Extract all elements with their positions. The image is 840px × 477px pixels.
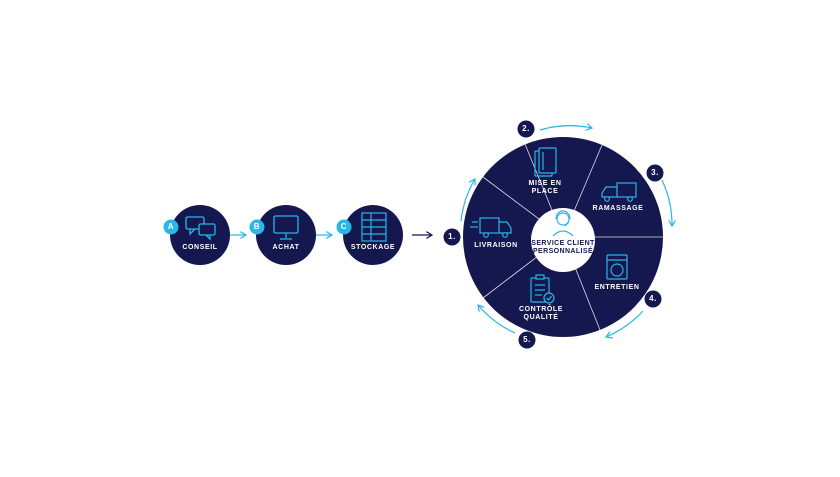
number-2: 2. bbox=[522, 124, 530, 133]
segment-label-ramassage: RAMASSAGE bbox=[592, 205, 644, 212]
number-5: 5. bbox=[523, 335, 531, 344]
number-badge-3 bbox=[646, 164, 664, 182]
segment-label-mise-en-place: MISE EN PLACE bbox=[528, 180, 562, 195]
step-b-badge bbox=[249, 219, 265, 235]
step-a-letter: A bbox=[167, 222, 175, 231]
number-badges bbox=[443, 120, 664, 349]
segment-label-entretien: ENTRETIEN bbox=[594, 284, 640, 291]
pickup-truck-icon bbox=[601, 182, 637, 202]
ring-arrow-1 bbox=[460, 179, 475, 222]
monitor-icon bbox=[273, 215, 299, 240]
step-c bbox=[336, 205, 403, 265]
cycle-ring-arrows bbox=[460, 126, 672, 337]
number-badge-2 bbox=[517, 120, 535, 138]
step-c-letter: C bbox=[340, 222, 348, 231]
step-a-badge bbox=[163, 219, 179, 235]
delivery-truck-icon bbox=[470, 217, 512, 238]
step-c-circle bbox=[343, 205, 403, 265]
step-b-label: ACHAT bbox=[272, 244, 300, 251]
number-badge-4 bbox=[644, 290, 662, 308]
segment-label-controle-qualite: CONTRÔLE QUALITÉ bbox=[518, 306, 564, 321]
ring-arrow-3 bbox=[661, 179, 672, 226]
step-a bbox=[163, 205, 230, 265]
customer-service-headset-icon bbox=[552, 210, 574, 237]
ring-arrow-4 bbox=[606, 310, 644, 337]
checklist-icon bbox=[530, 274, 555, 304]
number-badge-5 bbox=[518, 331, 536, 349]
washing-machine-icon bbox=[606, 254, 628, 280]
number-1: 1. bbox=[448, 232, 456, 241]
ring-arrow-5 bbox=[478, 305, 516, 334]
step-c-label: STOCKAGE bbox=[350, 244, 396, 251]
ring-arrow-2 bbox=[539, 126, 592, 130]
shelving-icon bbox=[361, 212, 387, 242]
step-b bbox=[249, 205, 316, 265]
step-c-badge bbox=[336, 219, 352, 235]
step-b-letter: B bbox=[253, 222, 261, 231]
linen-stack-icon bbox=[534, 147, 557, 177]
number-3: 3. bbox=[651, 168, 659, 177]
chat-bubbles-icon bbox=[185, 216, 216, 241]
segment-label-livraison: LIVRAISON bbox=[474, 242, 518, 249]
center-label: SERVICE CLIENT PERSONNALISÉ bbox=[531, 240, 595, 255]
center-circle bbox=[531, 208, 595, 272]
number-badge-1 bbox=[443, 228, 461, 246]
number-4: 4. bbox=[649, 294, 657, 303]
step-a-label: CONSEIL bbox=[182, 244, 218, 251]
